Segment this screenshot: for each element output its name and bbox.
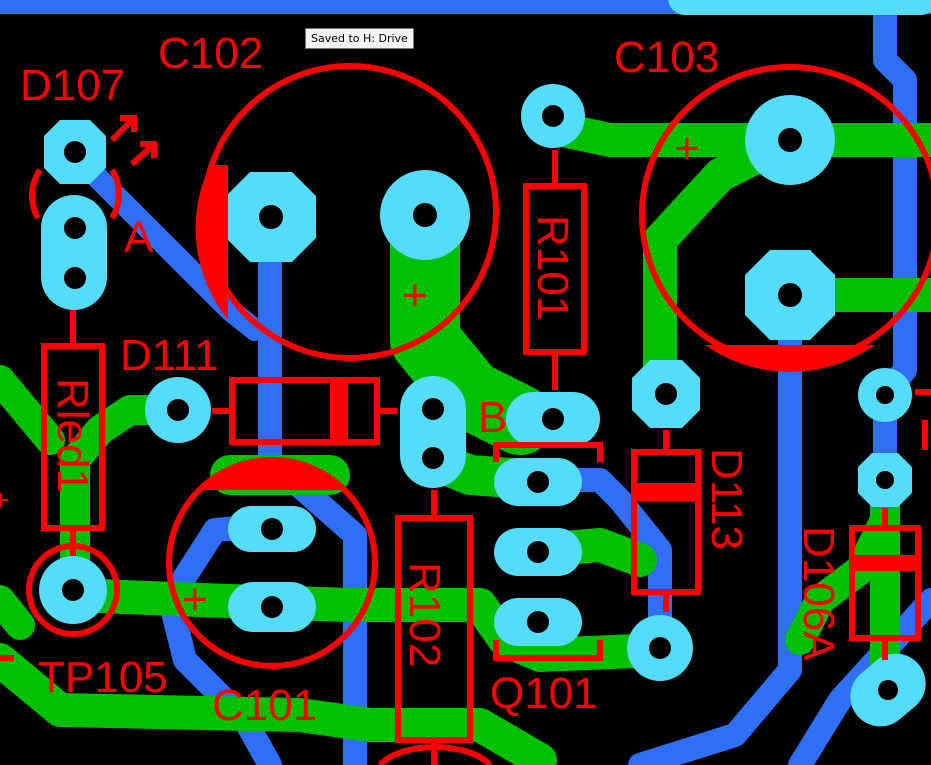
r102-below-arc [377, 743, 493, 765]
hole [876, 471, 894, 489]
hole [422, 447, 444, 469]
hole [261, 518, 283, 540]
d107-arrow-2 [129, 141, 157, 167]
d107-outline-right [109, 168, 122, 220]
plus-c103: + [674, 124, 700, 173]
c102-polarity-band [195, 165, 228, 320]
save-status-tooltip: Saved to H: Drive [305, 28, 414, 49]
q101-bracket-bottom [493, 640, 603, 661]
hole [64, 141, 86, 163]
top-right-connector-pad [668, 0, 931, 15]
c101-polarity-band [200, 460, 345, 490]
d111-body [229, 377, 380, 445]
label-d106a: D106A [794, 526, 843, 661]
hole [422, 398, 444, 420]
hole [649, 637, 671, 659]
hole [655, 383, 677, 405]
hole [778, 128, 802, 152]
hole [778, 283, 802, 307]
hole [527, 541, 549, 563]
trace-d107-diagonal [64, 144, 266, 341]
label-c102: C102 [158, 29, 263, 78]
label-pin-a: A [124, 213, 154, 262]
c101-outline [166, 457, 378, 669]
hole [413, 203, 437, 227]
c103-polarity-band [705, 345, 875, 372]
silkscreen [0, 63, 931, 765]
plus-c101: + [182, 575, 208, 624]
label-c101: C101 [212, 681, 317, 730]
label-pin-b: B [478, 393, 507, 442]
label-d111: D111 [120, 331, 219, 380]
d113-cathode-band [634, 483, 698, 501]
trace-c102-plus [390, 180, 555, 455]
hole [876, 386, 894, 404]
hole [527, 471, 549, 493]
pad-b [400, 376, 466, 488]
label-q101: Q101 [490, 669, 598, 718]
label-rled1: Rled1 [48, 378, 97, 493]
hole [542, 105, 564, 127]
hole [261, 596, 283, 618]
d107-arrow-1 [109, 115, 137, 143]
label-d107: D107 [20, 61, 125, 110]
trace-bottom-left [0, 643, 557, 765]
pad-d107-2 [41, 195, 107, 310]
hole [259, 205, 283, 229]
hole [527, 611, 549, 633]
label-r102: R102 [400, 562, 449, 667]
hole [64, 267, 86, 289]
trace-right-vertical [628, 288, 802, 765]
hole [167, 399, 189, 421]
pad-holes [62, 105, 898, 700]
label-r101: R101 [528, 215, 577, 320]
d111-cathode-band [330, 380, 348, 442]
d107-outline-left [29, 168, 43, 220]
silkscreen-labels: C102 C103 D107 A D111 B TP105 C101 Q101 … [0, 29, 843, 730]
hole [878, 680, 898, 700]
d106a-cathode-band [852, 555, 918, 571]
label-c103: C103 [614, 33, 719, 82]
plus-c102: + [402, 271, 428, 320]
label-tp105: TP105 [38, 653, 168, 702]
hole [62, 579, 84, 601]
tp105-ring [26, 543, 120, 637]
hole [542, 408, 564, 430]
trace-left-low [0, 585, 35, 640]
trace-right-lower-diagonal [788, 588, 931, 765]
trace-c103-top [536, 111, 931, 157]
plus-left-edge: + [0, 484, 10, 517]
hole [64, 217, 86, 239]
q101-bracket-top [493, 442, 603, 462]
label-d113: D113 [702, 448, 751, 550]
